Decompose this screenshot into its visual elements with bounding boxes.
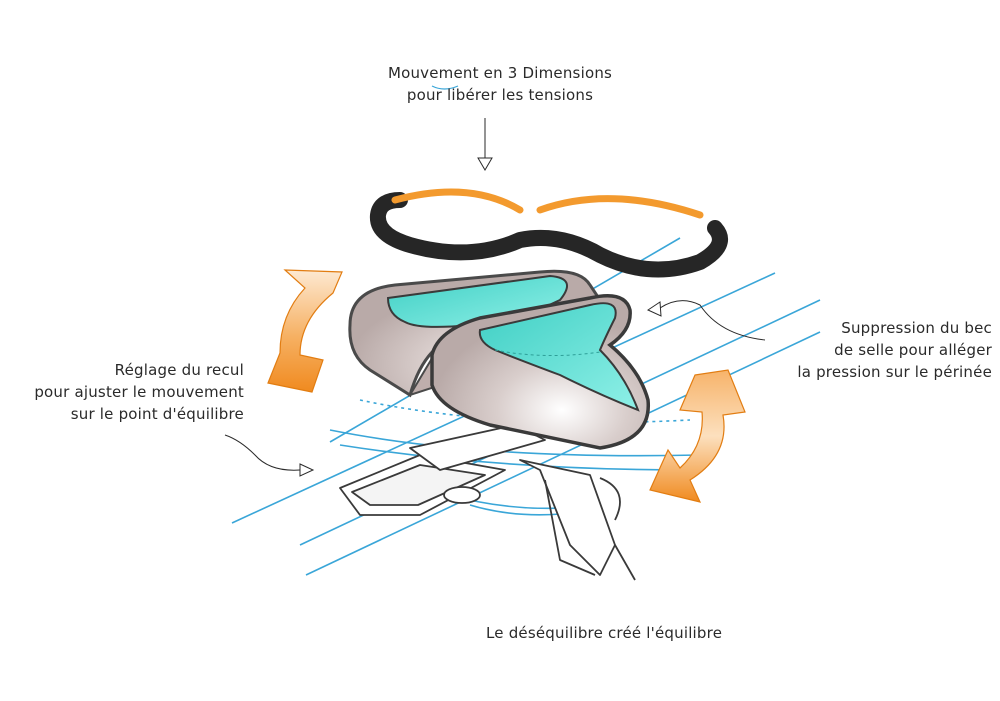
- leader-lines: [224, 118, 766, 477]
- right-annotation-line3: la pression sur le périnée: [797, 363, 992, 381]
- seat-rail: [339, 424, 636, 581]
- left-annotation: Réglage du recul pour ajuster le mouveme…: [14, 359, 244, 425]
- left-annotation-line3: sur le point d'équilibre: [70, 405, 244, 423]
- left-adjustment-arrow-icon: [267, 269, 343, 393]
- right-annotation-line1: Suppression du bec: [841, 319, 992, 337]
- underline-accent: [431, 85, 459, 90]
- left-annotation-line2: pour ajuster le mouvement: [34, 383, 244, 401]
- saddle-front-piece: [430, 294, 650, 450]
- left-annotation-line1: Réglage du recul: [114, 361, 244, 379]
- right-annotation: Suppression du bec de selle pour alléger…: [752, 317, 992, 383]
- top-annotation-line2: pour libérer les tensions: [406, 86, 594, 104]
- bottom-caption: Le déséquilibre créé l'équilibre: [486, 624, 723, 642]
- right-rotation-arrow-icon: [649, 369, 746, 503]
- top-annotation-line1: Mouvement en 3 Dimensions: [387, 64, 613, 82]
- right-annotation-line2: de selle pour alléger: [834, 341, 992, 359]
- infinity-symbol-icon: [369, 188, 728, 278]
- top-annotation: Mouvement en 3 Dimensions pour libérer l…: [300, 62, 700, 106]
